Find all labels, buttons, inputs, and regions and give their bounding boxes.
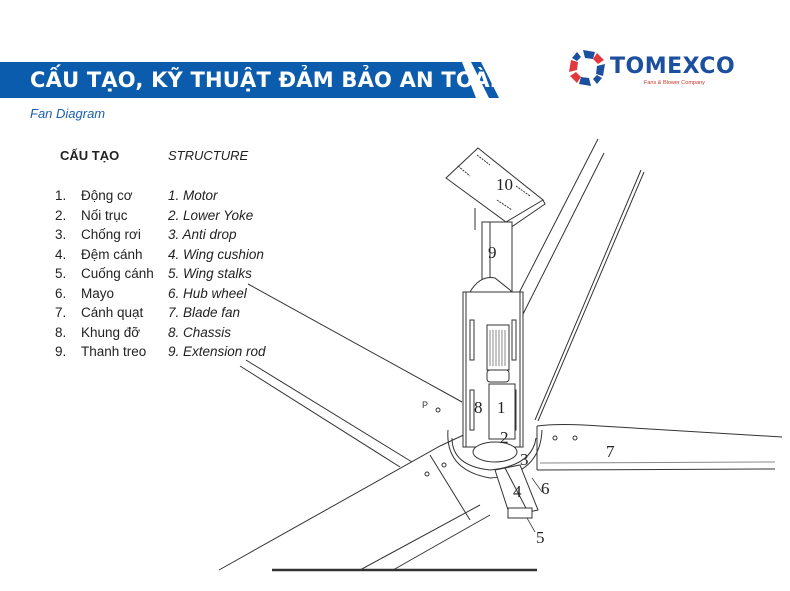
callout-5: 5 xyxy=(536,528,545,547)
callout-9: 9 xyxy=(488,243,497,262)
page-subtitle: Fan Diagram xyxy=(30,106,106,121)
list-item: 8. Chassis xyxy=(168,324,232,340)
banner-shape xyxy=(0,62,499,98)
leader-lines xyxy=(526,477,543,533)
logo-tagline: Fans & Blower Company xyxy=(644,80,705,86)
svg-text:P: P xyxy=(422,400,428,410)
structure-heading-vi: CẤU TẠO xyxy=(60,148,120,163)
list-item: 9. Extension rod xyxy=(168,344,266,359)
blade-right xyxy=(536,424,783,471)
list-item: 7. Blade fan xyxy=(168,305,241,320)
page-title: CẤU TẠO, KỸ THUẬT ĐẢM BẢO AN TOÀN xyxy=(30,68,508,92)
tomexco-logo: TOMEXCO Fans & Blower Company xyxy=(566,46,736,90)
title-banner: CẤU TẠO, KỸ THUẬT ĐẢM BẢO AN TOÀN xyxy=(0,62,790,98)
parts-list-english: 1. Motor 2. Lower Yoke 3. Anti drop 4. W… xyxy=(168,186,266,362)
blade-left: P xyxy=(218,283,537,572)
list-item: 9.Thanh treo xyxy=(55,344,147,359)
list-item: 1.Động cơ xyxy=(55,188,133,203)
motor xyxy=(486,324,516,440)
list-item: 5.Cuống cánh xyxy=(55,266,154,281)
list-item: 1. Motor xyxy=(168,188,218,203)
list-item: 6.Mayo xyxy=(55,285,115,301)
callout-10: 10 xyxy=(496,175,513,194)
callout-3: 3 xyxy=(520,450,529,469)
structure-heading-en: STRUCTURE xyxy=(168,148,249,163)
wing-stalk xyxy=(494,464,539,519)
list-item: 3. Anti drop xyxy=(168,227,237,242)
list-item: 5. Wing stalks xyxy=(168,266,252,281)
callout-8: 8 xyxy=(474,398,483,417)
hub-wheel xyxy=(447,429,543,479)
list-item: 7.Cánh quạt xyxy=(55,305,144,320)
callout-2: 2 xyxy=(500,428,509,447)
callout-4: 4 xyxy=(513,482,522,501)
list-item: 2.Nối trục xyxy=(55,207,128,223)
logo-wordmark: TOMEXCO xyxy=(610,54,736,79)
list-item: 3.Chống rơi xyxy=(55,227,141,242)
fan-logo-icon xyxy=(569,50,605,86)
list-item: 4.Đệm cánh xyxy=(55,246,143,262)
list-item: 4. Wing cushion xyxy=(168,246,264,262)
list-item: 2. Lower Yoke xyxy=(168,207,254,223)
callout-1: 1 xyxy=(497,398,506,417)
callout-7: 7 xyxy=(606,442,615,461)
callout-labels: 10 9 8 1 2 3 4 5 6 7 xyxy=(474,175,615,547)
parts-list-vietnamese: 1.Động cơ 2.Nối trục 3.Chống rơi 4.Đệm c… xyxy=(55,186,154,362)
list-item: 6. Hub wheel xyxy=(168,285,247,301)
list-item: 8.Khung đỡ xyxy=(55,324,141,340)
callout-6: 6 xyxy=(541,479,550,498)
